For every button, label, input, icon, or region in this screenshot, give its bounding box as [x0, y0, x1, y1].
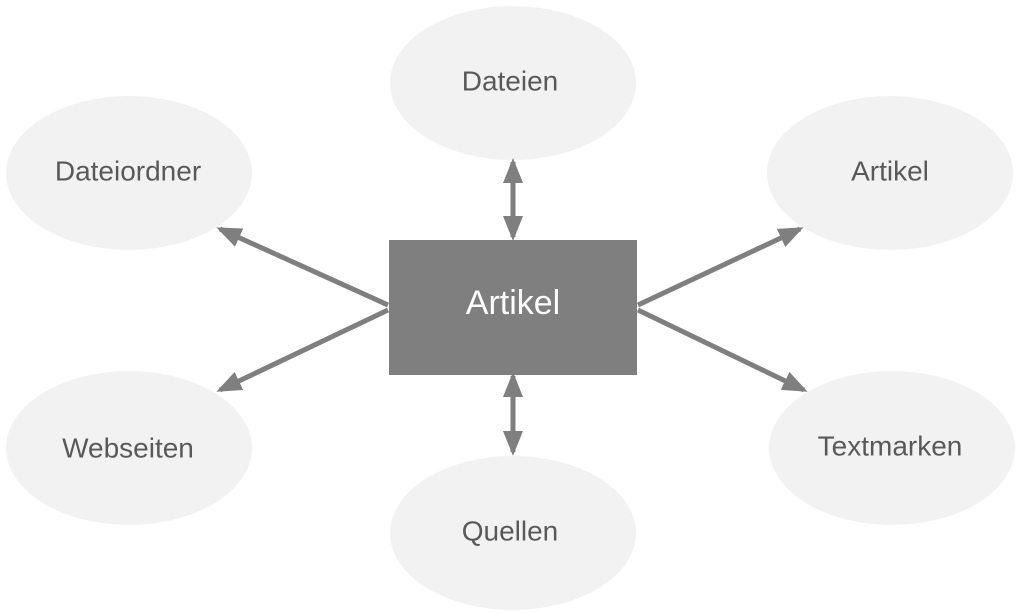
node-bottom-right-ellipse: [769, 371, 1015, 525]
center-label: Artikel: [466, 284, 560, 322]
node-top-label: Dateien: [462, 65, 559, 96]
node-top: Dateien: [390, 6, 636, 160]
node-bottom-right-label: Textmarken: [818, 430, 963, 461]
node-bottom-ellipse: [390, 456, 636, 610]
connector-center-bottom-left: [216, 307, 390, 393]
node-bottom-left-ellipse: [6, 371, 252, 525]
node-bottom-left: Webseiten: [6, 371, 252, 525]
center-node: Artikel: [389, 240, 637, 375]
center-box: [389, 240, 637, 375]
node-top-ellipse: [390, 6, 636, 160]
node-top-left-ellipse: [6, 96, 252, 250]
node-bottom-label: Quellen: [462, 515, 559, 546]
node-bottom: Quellen: [390, 456, 636, 610]
node-top-right-label: Artikel: [851, 155, 929, 186]
node-top-right-ellipse: [767, 96, 1013, 250]
node-top-left: Dateiordner: [6, 96, 252, 250]
connector-center-top-left: [216, 226, 390, 308]
node-top-right: Artikel: [767, 96, 1013, 250]
connector-center-top-right: [636, 226, 804, 308]
node-bottom-left-label: Webseiten: [62, 432, 194, 463]
node-bottom-right: Textmarken: [769, 371, 1015, 525]
connector-center-bottom-right: [636, 307, 808, 393]
node-top-left-label: Dateiordner: [55, 155, 201, 186]
